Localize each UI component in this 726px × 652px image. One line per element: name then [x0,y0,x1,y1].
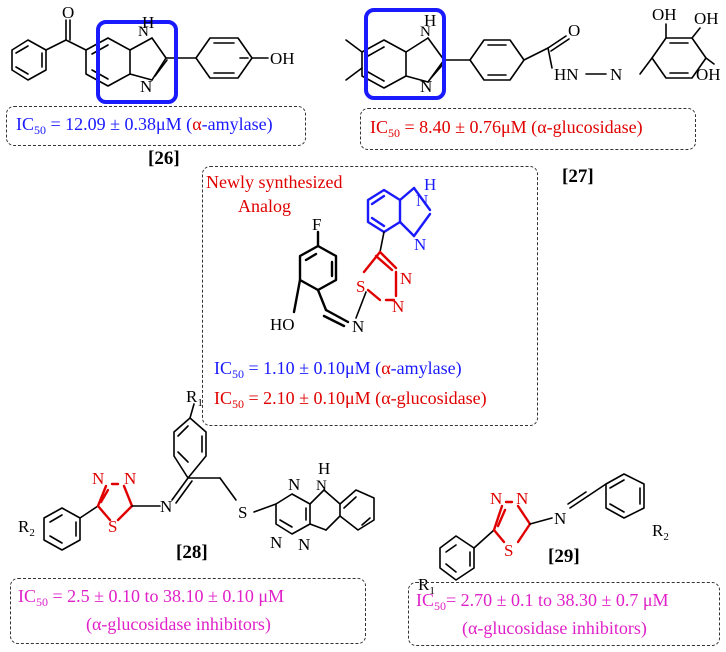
atom-S-29: S [504,541,513,560]
compound-29-ic50-box [408,582,720,646]
atom-N-28c: N [160,497,172,516]
analog-ic50-amylase: IC50 = 1.10 ± 0.10μM (α-amylase) [214,358,462,381]
atom-R1-29: R1 [418,575,435,597]
atom-N-28f: N [298,535,310,554]
compound-27-highlight [364,8,446,100]
atom-N-26b: N [140,77,152,96]
compound-29-ic50-target: (α-glucosidase inhibitors) [462,618,647,638]
atom-N-28d: N [288,475,300,494]
atom-N-28b: N [124,469,136,488]
atom-S-28b: S [238,503,247,522]
compound-27-structure [345,23,715,89]
atom-N-27b: N [420,77,432,96]
atom-N-analog-c: N [400,269,412,288]
atom-N-28g: N [316,478,327,494]
atom-N-analog-a: N [416,191,428,210]
atom-N-29b: N [516,489,528,508]
compound-26-structure [11,19,269,87]
atom-N-28e: N [270,533,282,552]
analog-title-line2: Analog [238,196,291,216]
analog-structure [292,186,432,328]
atom-S-analog: S [356,277,365,296]
compound-27-ic50-box [360,108,696,150]
atom-OH-27a: OH [652,5,677,24]
atom-R2-28: R2 [18,517,35,539]
atom-R1-28: R1 [186,387,203,409]
atom-N-26a: N [138,24,149,40]
atom-OH-26: OH [270,49,295,68]
atom-N-28a: N [92,469,104,488]
atom-HO-analog: HO [270,315,295,334]
atom-S-28a: S [108,517,117,536]
compound-28-ic50-box [10,578,366,644]
atom-N-29c: N [554,509,566,528]
atom-H-28: H [318,459,330,478]
atom-N-analog-d: N [392,297,404,316]
compound-29-id: [29] [548,546,580,567]
compound-26-ic50: IC50 = 12.09 ± 0.38μM (α-amylase) [16,114,273,137]
compound-28-ic50: IC50 = 2.5 ± 0.10 to 38.10 ± 0.10 μM [18,586,285,609]
compound-29-ic50: IC50= 2.70 ± 0.1 to 38.30 ± 0.7 μM [416,590,669,613]
compound-26-ic50-box [6,106,306,146]
atom-N-29a: N [490,489,502,508]
compound-29-structure [439,473,645,581]
compound-27-ic50: IC50 = 8.40 ± 0.76μM (α-glucosidase) [370,117,643,140]
compound-26-highlight [96,20,178,104]
atom-R2-29: R2 [652,521,669,543]
atom-H-analog: H [424,175,436,194]
atom-OH-27c: OH [696,65,721,84]
atom-N-analog-e: N [352,317,364,336]
atom-N-analog-b: N [414,235,426,254]
analog-box [202,166,538,426]
atom-F-analog: F [312,215,321,234]
atom-HN-27: HN [554,65,579,84]
atom-N-27a: N [420,24,431,40]
atom-NH-27: H [424,11,436,30]
compound-28-id: [28] [176,542,208,563]
compound-27-id: [27] [562,166,594,187]
analog-title-line1: Newly synthesized [206,172,343,192]
atom-N-27c: N [610,65,622,84]
atom-O-26: O [62,3,74,22]
compound-28-structure [43,403,375,551]
compound-26-id: [26] [148,148,180,169]
atom-NH-26: H [142,13,154,32]
atom-OH-27b: OH [694,9,719,28]
compound-28-ic50-target: (α-glucosidase inhibitors) [86,614,271,634]
atom-O-27: O [568,21,580,40]
analog-ic50-glucosidase: IC50 = 2.10 ± 0.10μM (α-glucosidase) [214,388,487,411]
